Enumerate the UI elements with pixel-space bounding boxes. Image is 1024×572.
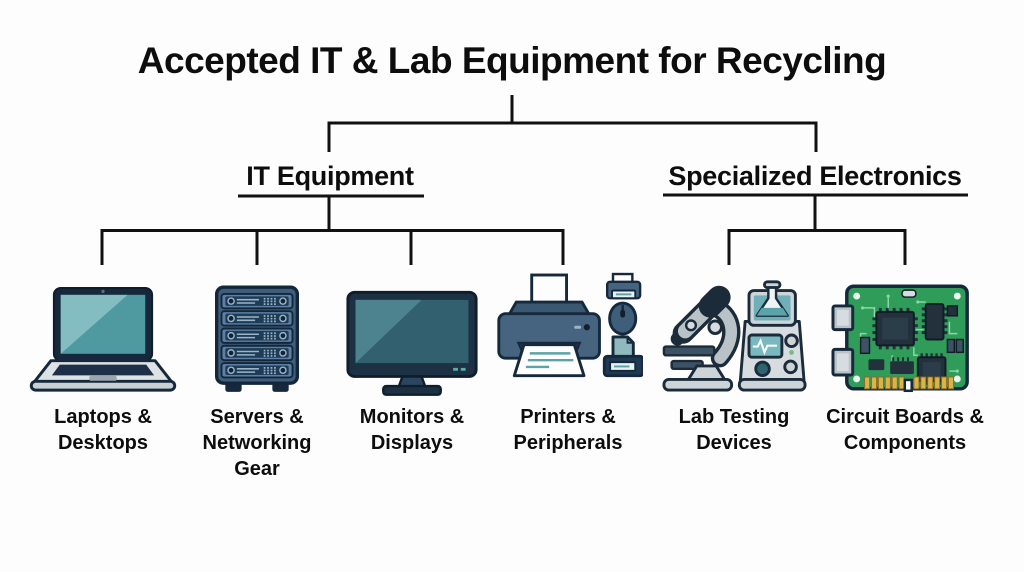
category-lab-testing: Lab Testing Devices — [649, 268, 819, 456]
branch-label-it-equipment: IT Equipment — [246, 161, 414, 191]
category-circuit-boards: Circuit Boards & Components — [820, 268, 990, 456]
monitor-icon-box — [345, 268, 479, 398]
category-servers-networking: Servers & Networking Gear — [172, 268, 342, 482]
lab-testing-icon — [661, 280, 807, 392]
monitor-icon — [346, 290, 478, 396]
server-icon-box — [209, 268, 305, 398]
label-laptops-desktops: Laptops & Desktops — [54, 406, 152, 454]
label-printers-peripherals: Printers & Peripherals — [513, 406, 623, 454]
circuit-board-icon — [831, 284, 969, 393]
server-rack-icon — [215, 285, 299, 392]
printer-peripherals-icon — [497, 272, 643, 378]
branch-label-specialized-electronics: Specialized Electronics — [668, 161, 962, 191]
label-circuit-boards: Circuit Boards & Components — [826, 406, 984, 454]
label-monitors-displays: Monitors & Displays — [359, 406, 465, 454]
label-servers-networking: Servers & Networking Gear — [202, 406, 312, 480]
category-laptops-desktops: Laptops & Desktops — [18, 268, 188, 456]
laptop-icon — [29, 286, 177, 392]
page-title: Accepted IT & Lab Equipment for Recyclin… — [137, 40, 887, 81]
category-monitors-displays: Monitors & Displays — [327, 268, 497, 456]
category-printers-peripherals: Printers & Peripherals — [483, 268, 653, 456]
label-lab-testing: Lab Testing Devices — [678, 406, 790, 454]
printer-icon-box — [493, 268, 643, 398]
circuit-board-icon-box — [831, 268, 979, 398]
laptop-icon-box — [28, 268, 178, 398]
lab-testing-icon-box — [661, 268, 807, 398]
